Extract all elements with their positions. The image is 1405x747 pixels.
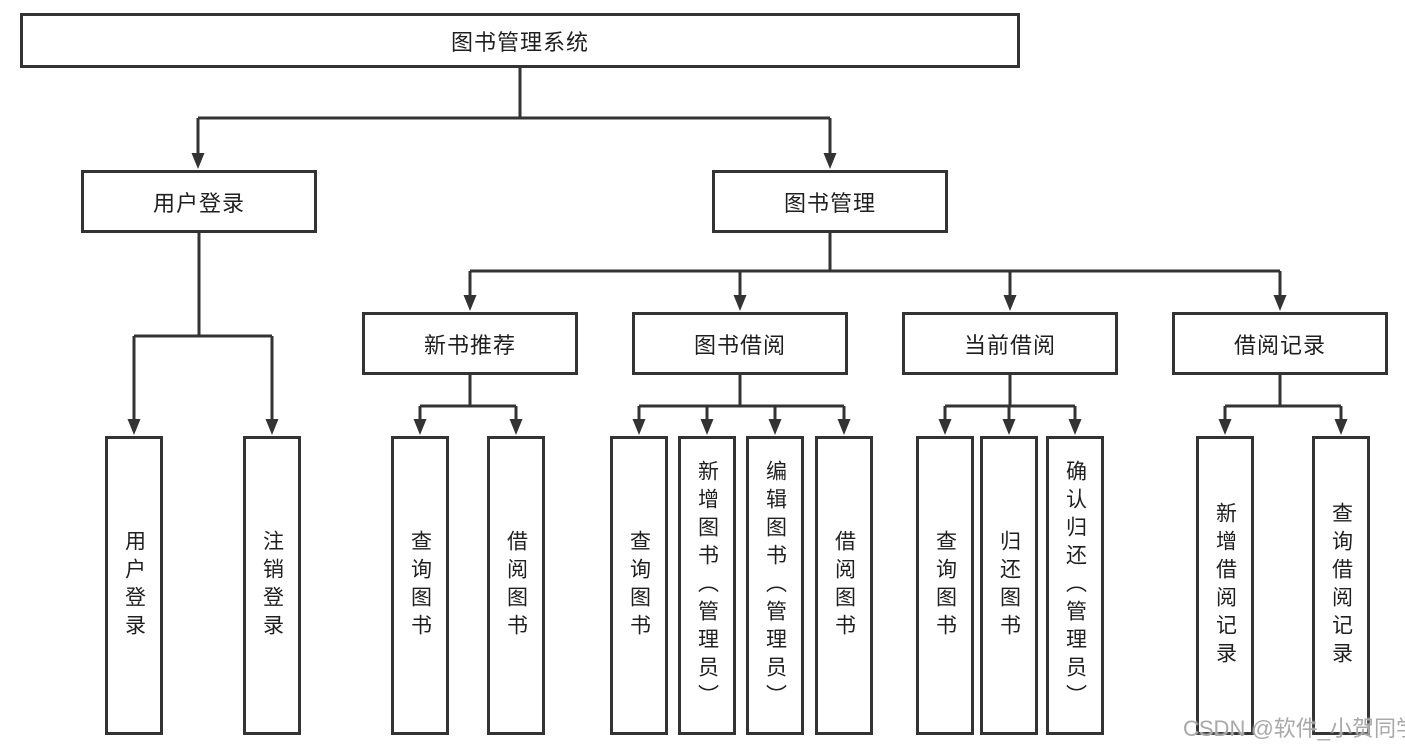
leaf-query-books-borrowing: 查询图书 bbox=[610, 436, 668, 735]
node-book-borrowing: 图书借阅 bbox=[632, 312, 848, 375]
leaf-query-books-current: 查询图书 bbox=[916, 436, 974, 735]
node-book-management: 图书管理 bbox=[712, 170, 948, 233]
leaf-confirm-return-admin: 确认归还（管理员） bbox=[1046, 436, 1104, 735]
node-user-login: 用户登录 bbox=[81, 170, 317, 233]
leaf-query-books-recommend: 查询图书 bbox=[391, 436, 449, 735]
leaf-borrow-books-borrowing: 借阅图书 bbox=[815, 436, 873, 735]
arrowheads bbox=[127, 153, 1348, 435]
leaf-logout-login: 注销登录 bbox=[243, 436, 301, 735]
leaf-user-login: 用户登录 bbox=[105, 436, 163, 735]
leaf-query-borrow-record: 查询借阅记录 bbox=[1312, 436, 1370, 735]
csdn-watermark: CSDN @软件_小贺同学 bbox=[1183, 716, 1405, 741]
leaf-edit-books-admin: 编辑图书（管理员） bbox=[746, 436, 804, 735]
leaf-return-books: 归还图书 bbox=[980, 436, 1038, 735]
node-root-system: 图书管理系统 bbox=[20, 13, 1020, 68]
node-borrowing-records: 借阅记录 bbox=[1172, 312, 1388, 375]
leaf-add-books-admin: 新增图书（管理员） bbox=[678, 436, 736, 735]
node-current-borrowing: 当前借阅 bbox=[902, 312, 1118, 375]
leaf-add-borrow-record: 新增借阅记录 bbox=[1196, 436, 1254, 735]
leaf-borrow-books-recommend: 借阅图书 bbox=[487, 436, 545, 735]
node-new-book-recommend: 新书推荐 bbox=[362, 312, 578, 375]
